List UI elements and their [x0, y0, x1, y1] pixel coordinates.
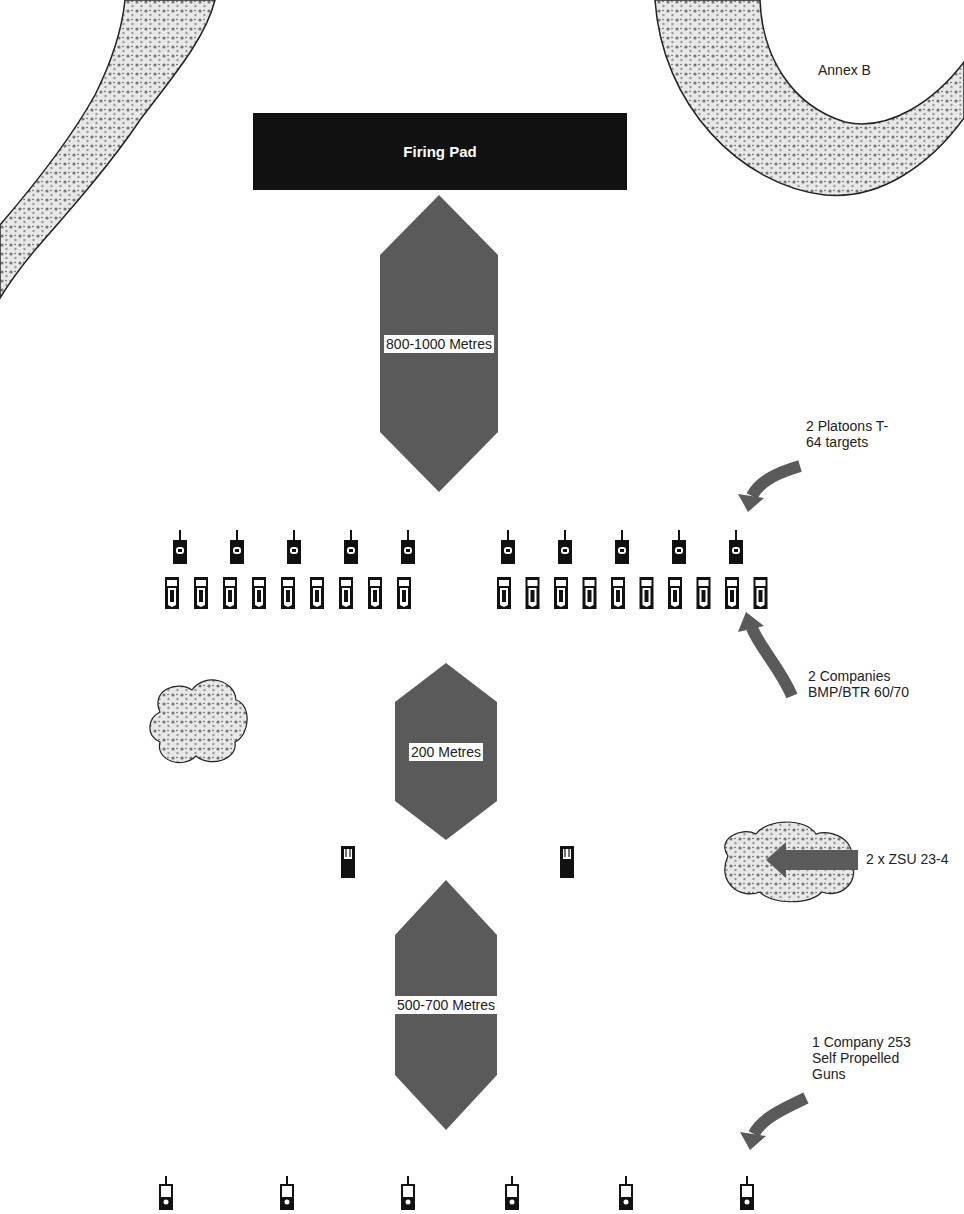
tank-symbol [287, 530, 301, 564]
tank-symbol [401, 530, 415, 564]
apc-symbol [697, 577, 711, 609]
tank-symbol [344, 530, 358, 564]
apc-symbol [725, 577, 739, 609]
apc-symbol [640, 577, 654, 609]
distance-label: 500-700 Metres [395, 996, 497, 1014]
distance-arrow: 200 Metres [395, 663, 497, 840]
apc-symbol [526, 577, 540, 609]
distance-label: 800-1000 Metres [384, 335, 494, 353]
sp-gun-symbol [401, 1176, 415, 1210]
tank-symbol [173, 530, 187, 564]
apc-symbol [368, 577, 382, 609]
sp-gun-symbol [619, 1176, 633, 1210]
unit-label: 2 Companies BMP/BTR 60/70 [808, 668, 938, 700]
sp-gun-symbol [280, 1176, 294, 1210]
unit-label: 2 x ZSU 23-4 [866, 851, 948, 867]
apc-symbol [223, 577, 237, 609]
apc-symbol [668, 577, 682, 609]
unit-label: 1 Company 253 Self Propelled Guns [812, 1034, 920, 1082]
apc-symbol [754, 577, 768, 609]
apc-symbol [339, 577, 353, 609]
tank-symbol [501, 530, 515, 564]
apc-symbol [310, 577, 324, 609]
apc-symbol [583, 577, 597, 609]
annex-label: Annex B [818, 62, 871, 78]
tank-symbol [615, 530, 629, 564]
tank-symbol [230, 530, 244, 564]
tank-symbol [672, 530, 686, 564]
apc-symbol [281, 577, 295, 609]
distance-arrow: 500-700 Metres [395, 880, 497, 1130]
apc-symbol [497, 577, 511, 609]
distance-arrow: 800-1000 Metres [380, 195, 498, 492]
apc-symbol [554, 577, 568, 609]
unit-label: 2 Platoons T-64 targets [806, 418, 890, 450]
sp-gun-symbol [505, 1176, 519, 1210]
apc-symbol [165, 577, 179, 609]
sp-gun-symbol [740, 1176, 754, 1210]
pad-title: Firing Pad [403, 143, 476, 160]
apc-symbol [611, 577, 625, 609]
tank-symbol [729, 530, 743, 564]
tank-symbol [558, 530, 572, 564]
firing-pad-box: Firing Pad [253, 113, 627, 190]
sp-gun-symbol [159, 1176, 173, 1210]
apc-symbol [194, 577, 208, 609]
distance-label: 200 Metres [409, 743, 483, 761]
aa-gun-symbol [341, 846, 355, 878]
apc-symbol [252, 577, 266, 609]
aa-gun-symbol [560, 846, 574, 878]
apc-symbol [397, 577, 411, 609]
